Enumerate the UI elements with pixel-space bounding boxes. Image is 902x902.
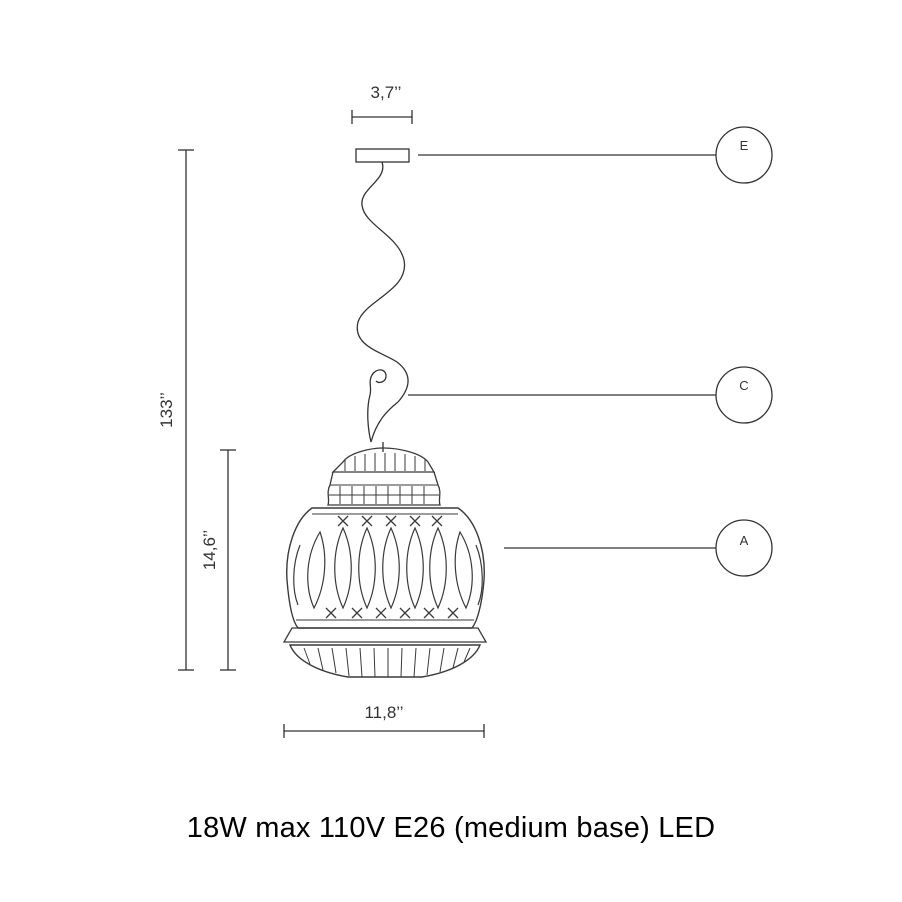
shade-height-label: 14,6’’ xyxy=(200,530,219,570)
callout-a xyxy=(504,519,773,577)
cord xyxy=(356,161,409,403)
lamp-shade xyxy=(282,447,488,678)
hook xyxy=(367,369,399,443)
shade-width-dimension xyxy=(283,724,485,738)
callout-e xyxy=(418,126,773,184)
callout-e-label: E xyxy=(740,138,749,153)
callout-a-label: A xyxy=(740,533,749,548)
callout-c-label: C xyxy=(739,378,748,393)
overall-height-dimension xyxy=(178,149,194,671)
canopy-width-dimension xyxy=(351,110,413,124)
shade-height-dimension xyxy=(220,449,236,671)
callout-c xyxy=(408,366,773,424)
spec-line: 18W max 110V E26 (medium base) LED xyxy=(186,812,716,844)
canopy xyxy=(355,148,410,163)
overall-height-label: 133’’ xyxy=(157,392,176,428)
canopy-width-label: 3,7’’ xyxy=(371,83,402,102)
shade-width-label: 11,8’’ xyxy=(364,703,403,722)
